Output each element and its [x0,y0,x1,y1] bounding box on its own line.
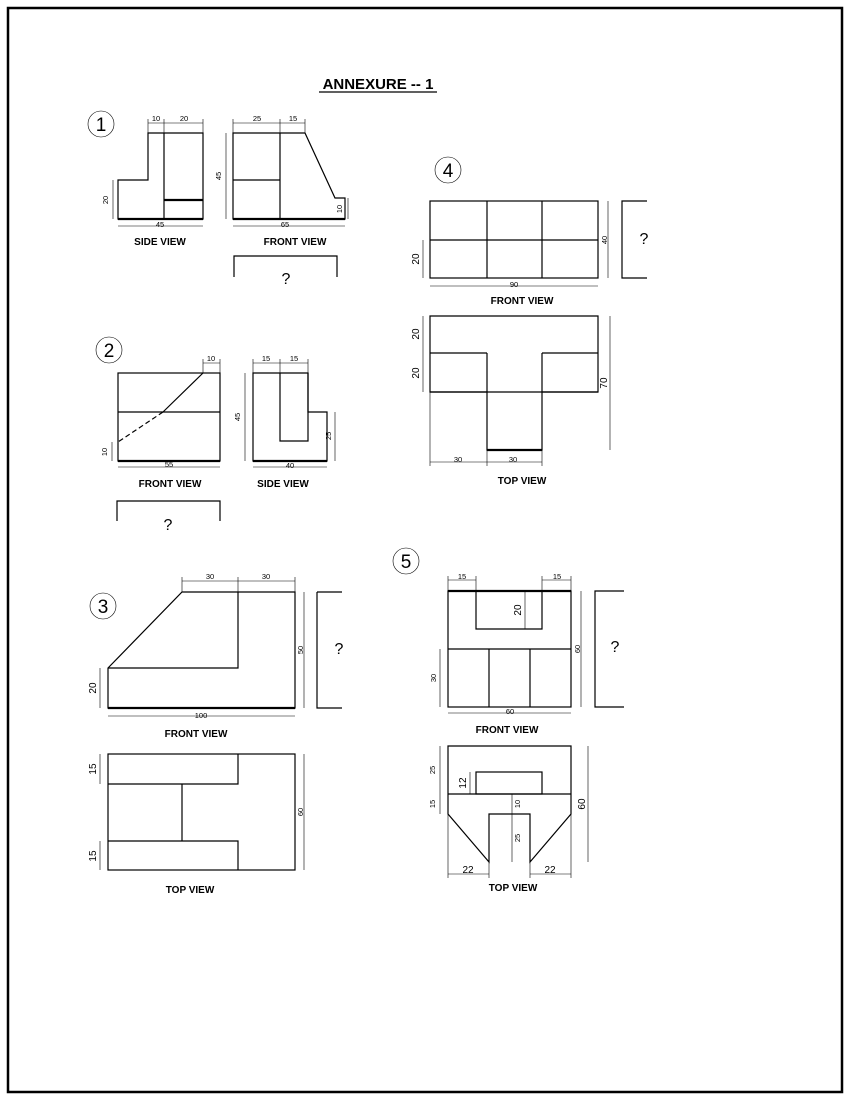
p1-front-view: 25 15 45 10 65 FRONT VIEW [214,114,349,248]
question-mark: ? [611,639,620,656]
problem-number-1: 1 [96,115,107,136]
p2-dim: 10 [100,448,109,456]
p2-answer-box: ? [116,500,221,534]
question-mark: ? [335,641,344,658]
p2-dim: 15 [290,354,298,363]
p1-dim: 45 [214,172,223,180]
problem-number-2: 2 [104,341,115,362]
p1-dim: 65 [281,220,289,229]
p1-view-label: FRONT VIEW [264,237,327,248]
p3-top-view: 15 15 60 TOP VIEW [88,753,305,896]
p3-dim: 100 [195,711,208,720]
p5-dim: 22 [544,865,556,876]
p4-dim: 30 [509,455,517,464]
p2-view-label: SIDE VIEW [257,479,309,490]
p4-view-label: FRONT VIEW [491,296,554,307]
p3-dim: 30 [206,572,214,581]
p3-view-label: FRONT VIEW [165,729,228,740]
p1-dim: 45 [156,220,164,229]
p4-dim: 90 [510,280,518,289]
p5-dim: 60 [506,707,514,716]
p1-answer-box: ? [233,255,338,288]
problem-number-4: 4 [443,161,454,182]
p1-dim: 10 [152,114,160,123]
p1-dim: 20 [101,196,110,204]
problem-3: 3 30 30 50 20 100 FRONT VIEW ? [88,572,344,896]
p2-view-label: FRONT VIEW [139,479,202,490]
p4-view-label: TOP VIEW [498,476,547,487]
p1-dim: 25 [253,114,261,123]
question-mark: ? [640,231,649,248]
p4-dim: 70 [599,377,610,389]
p4-front-view: 20 40 90 FRONT VIEW [411,200,609,307]
p5-dim: 60 [577,798,588,810]
p1-side-view: 10 20 20 45 SIDE VIEW [101,114,204,248]
p5-dim: 15 [458,572,466,581]
p3-answer-box: ? [316,591,344,709]
p3-dim: 30 [262,572,270,581]
p2-dim: 40 [286,461,294,470]
p5-top-view: 25 12 15 10 25 60 22 22 TOP VIEW [428,745,589,894]
p1-dim: 20 [180,114,188,123]
p4-answer-box: ? [621,200,649,279]
p3-front-view: 30 30 50 20 100 FRONT VIEW [88,572,305,740]
p4-dim: 20 [411,253,422,265]
p5-dim: 15 [553,572,561,581]
sheet-title: ANNEXURE -- 1 [323,76,434,93]
problem-5: 5 15 15 20 30 60 60 FRONT VIEW [392,547,624,894]
p5-answer-box: ? [594,590,624,708]
p5-dim: 20 [513,604,524,616]
p2-front-view: 10 10 55 FRONT VIEW [100,354,221,490]
p5-view-label: FRONT VIEW [476,725,539,736]
p3-dim: 50 [296,646,305,654]
p5-dim: 15 [428,800,437,808]
p5-dim: 22 [462,865,474,876]
p5-dim: 25 [428,766,437,774]
p3-view-label: TOP VIEW [166,885,215,896]
problem-2: 2 10 10 55 FRONT VIEW 15 15 [95,336,336,534]
p2-dim: 45 [233,413,242,421]
problem-number-5: 5 [401,552,412,573]
p5-front-view: 15 15 20 30 60 60 FRONT VIEW [429,572,582,736]
p5-dim: 10 [513,800,522,808]
p3-dim: 60 [296,808,305,816]
p2-dim: 55 [165,460,173,469]
p5-view-label: TOP VIEW [489,883,538,894]
p3-dim: 20 [88,682,99,694]
p4-top-view: 20 20 70 30 30 TOP VIEW [411,315,611,487]
p5-dim: 25 [513,834,522,842]
p1-dim: 15 [289,114,297,123]
question-mark: ? [164,517,173,534]
p3-dim: 15 [88,763,99,775]
question-mark: ? [282,271,291,288]
problem-1: 1 10 20 20 45 SIDE VIEW [87,110,349,288]
page-border [6,6,844,1094]
p2-dim: 25 [324,432,333,440]
problem-number-3: 3 [98,597,109,618]
p4-dim: 30 [454,455,462,464]
p4-dim: 40 [600,236,609,244]
p4-dim: 20 [411,367,422,379]
p3-dim: 15 [88,850,99,862]
p1-dim: 10 [335,205,344,213]
p5-dim: 12 [458,777,469,789]
p2-side-view: 15 15 45 25 40 SIDE VIEW [233,354,336,490]
p2-dim: 10 [207,354,215,363]
p5-dim: 30 [429,674,438,682]
p4-dim: 20 [411,328,422,340]
p5-dim: 60 [573,645,582,653]
problem-4: 4 20 40 90 FRONT VIEW ? [411,156,649,487]
p1-view-label: SIDE VIEW [134,237,186,248]
p2-dim: 15 [262,354,270,363]
